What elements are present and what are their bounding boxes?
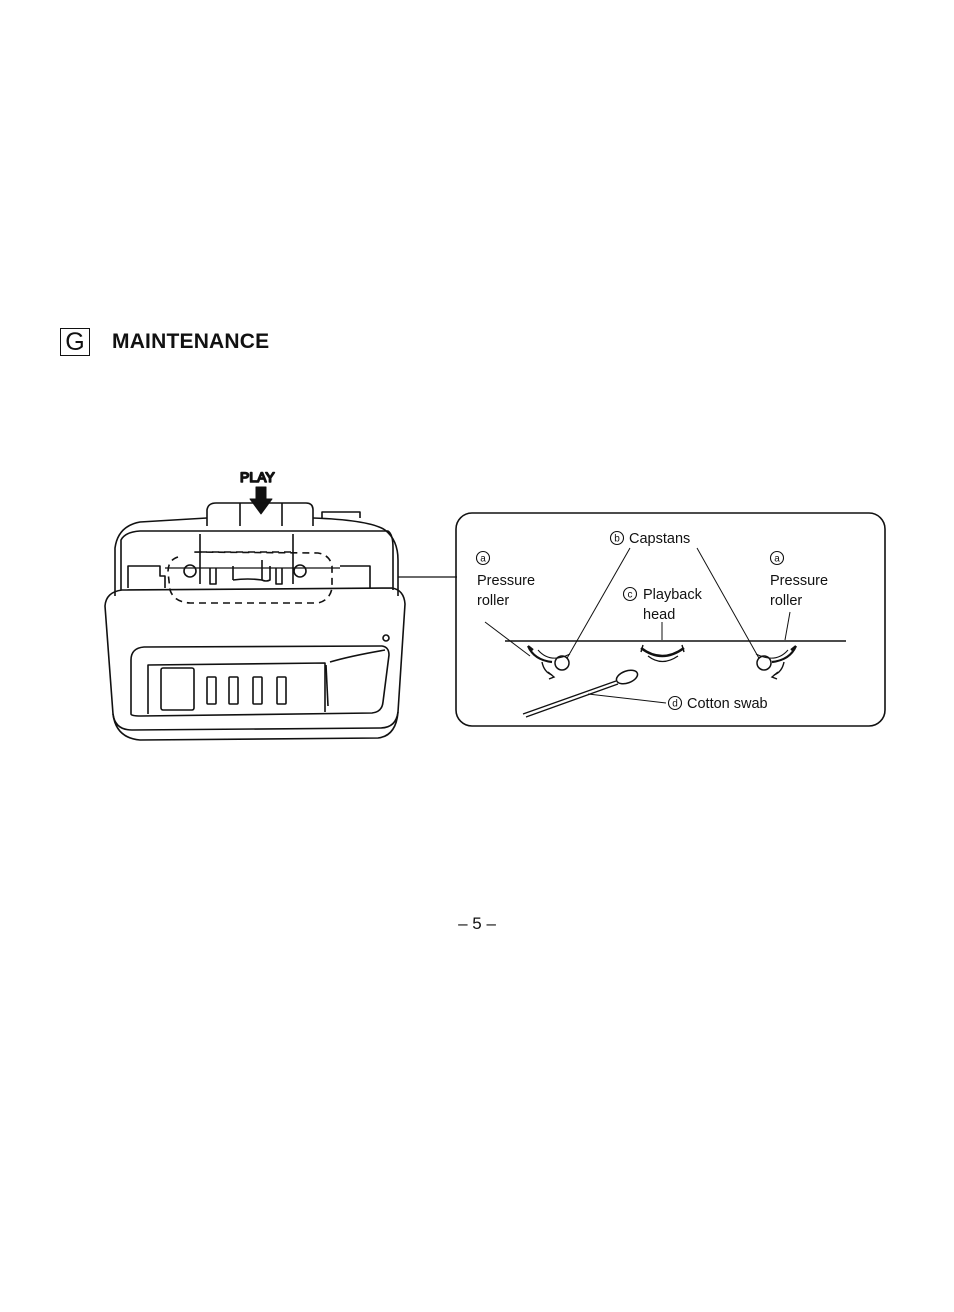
svg-text:Playback: Playback — [643, 587, 703, 603]
section-title: MAINTENANCE — [112, 330, 270, 353]
svg-text:Pressure: Pressure — [770, 573, 828, 589]
marker-d-icon — [667, 695, 683, 711]
detail-callout-box: b Capstans a Pressure roller a Pressure … — [455, 512, 886, 727]
cotton-swab-callout: d Cotton swab — [667, 695, 768, 712]
marker-a-icon — [475, 550, 491, 566]
svg-text:a: a — [774, 554, 780, 565]
svg-text:c: c — [628, 590, 633, 601]
cassette-player-illustration: PLAY — [104, 468, 457, 741]
section-header: G MAINTENANCE — [60, 328, 269, 356]
svg-text:a: a — [480, 554, 486, 565]
capstans-callout: b Capstans — [609, 530, 690, 547]
cotton-swab-tip — [615, 669, 639, 685]
marker-c-icon — [622, 586, 638, 602]
marker-a-icon — [769, 550, 785, 566]
maintenance-figure: PLAY — [104, 468, 886, 741]
section-letter-box: G — [60, 328, 90, 356]
play-label: PLAY — [240, 469, 275, 485]
svg-text:roller: roller — [477, 593, 509, 609]
pressure-roller-right-callout: a Pressure roller — [769, 550, 828, 609]
svg-text:roller: roller — [770, 593, 802, 609]
cotton-swab-label: Cotton swab — [687, 696, 768, 712]
cotton-swab-stick — [522, 680, 619, 718]
svg-text:Pressure: Pressure — [477, 573, 535, 589]
playback-head-callout: c Playback head — [622, 586, 703, 623]
play-arrow-icon — [249, 486, 273, 515]
pressure-roller-left-callout: a Pressure roller — [475, 550, 535, 609]
marker-b-icon — [609, 530, 625, 546]
svg-text:b: b — [614, 534, 620, 545]
capstans-label: Capstans — [629, 531, 690, 547]
svg-text:d: d — [672, 699, 678, 710]
svg-text:head: head — [643, 607, 675, 623]
page-number: – 5 – — [458, 914, 496, 933]
